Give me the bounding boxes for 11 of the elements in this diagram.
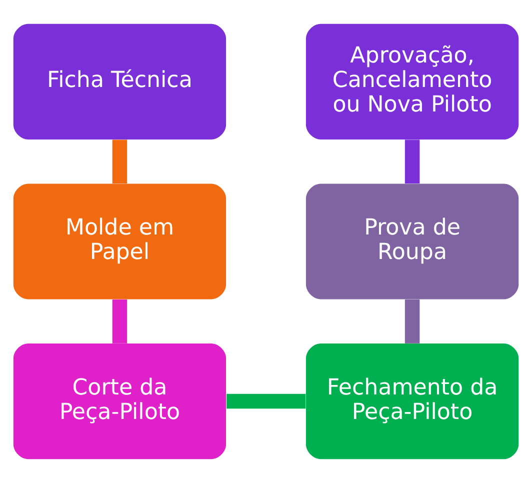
node-box: Corte da Peça-Piloto xyxy=(13,343,226,459)
node-box: Fechamento da Peça-Piloto xyxy=(306,343,519,459)
connector xyxy=(112,299,128,343)
connector xyxy=(226,393,306,408)
connector xyxy=(112,139,128,184)
connector xyxy=(404,299,420,343)
node-box: Molde em Papel xyxy=(13,183,226,299)
node-box: Prova de Roupa xyxy=(306,183,519,299)
connector xyxy=(404,139,420,184)
node-box: Ficha Técnica xyxy=(13,23,226,139)
node-box: Aprovação, Cancelamento ou Nova Piloto xyxy=(306,23,519,139)
